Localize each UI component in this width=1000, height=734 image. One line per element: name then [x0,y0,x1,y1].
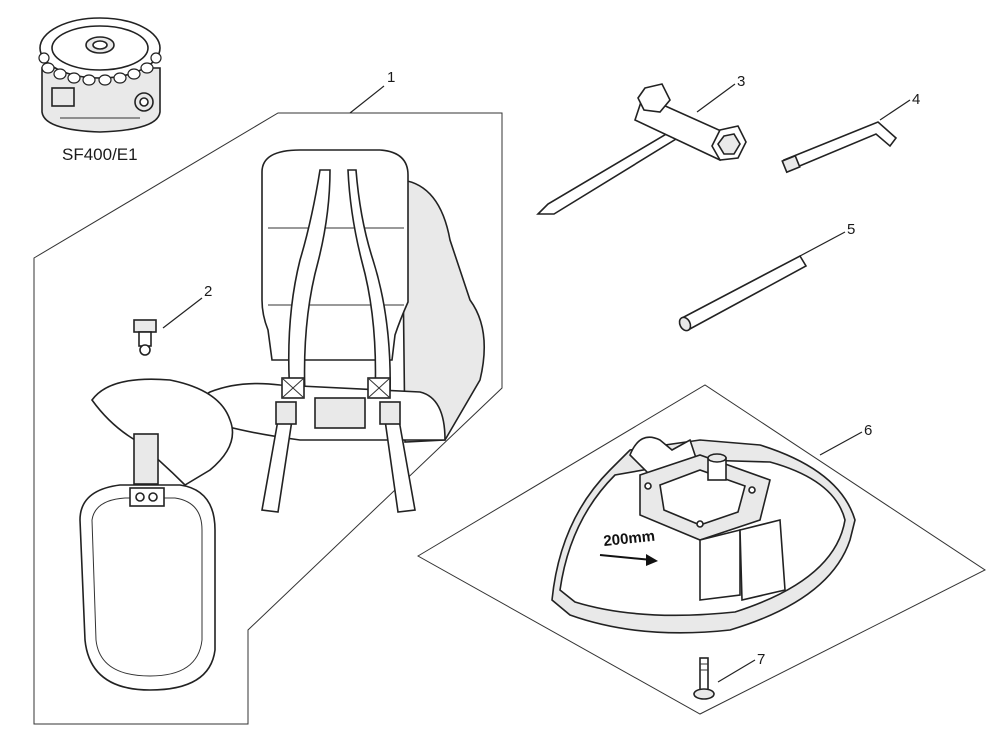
hex-l-key [781,121,898,174]
part-label-2: 2 [204,283,212,300]
harness-frame [33,112,503,725]
guard-diameter-text: 200mm [603,528,656,550]
guard-frame [417,384,986,715]
shoulder-pad [79,378,234,691]
part-label-4: 4 [912,91,920,108]
backpack-harness [200,149,485,513]
cutting-guard: 200mm [551,436,856,634]
part-label-3: 3 [737,73,745,90]
guard-bolt [693,657,715,700]
harness-clip [133,319,157,356]
t-wrench [536,83,747,215]
locking-pin [678,254,808,332]
part-label-6: 6 [864,422,872,439]
spool-caption: SF400/E1 [62,145,138,164]
trimmer-head-spool [38,17,162,133]
part-label-1: 1 [387,69,395,86]
part-label-5: 5 [847,221,855,238]
part-label-7: 7 [757,651,765,668]
